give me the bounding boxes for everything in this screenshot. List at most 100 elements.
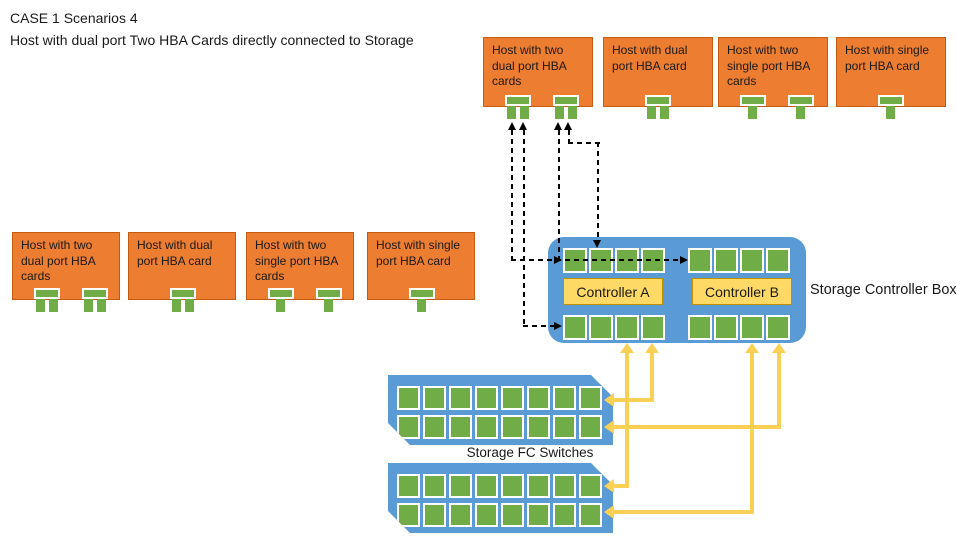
arrowhead-up-to-host-port bbox=[508, 122, 516, 130]
dashed-connection-line bbox=[558, 130, 560, 262]
dashed-connection-line bbox=[511, 259, 680, 261]
storage-controller-box: Controller A Controller B bbox=[548, 237, 806, 343]
fc-switches-label: Storage FC Switches bbox=[466, 445, 594, 460]
yellow-connection-line bbox=[625, 352, 629, 486]
controller-port bbox=[641, 315, 665, 340]
controller-b-top-ports bbox=[688, 248, 790, 273]
host-label: Host with two single port HBA cards bbox=[727, 43, 810, 89]
arrowhead-up-to-host-port bbox=[519, 122, 527, 130]
hba-port-tab bbox=[647, 106, 656, 119]
hba-port-tab bbox=[568, 106, 577, 119]
controller-b-bottom-ports bbox=[688, 315, 790, 340]
arrowhead-up-to-host-port bbox=[554, 122, 562, 130]
controller-port bbox=[589, 315, 613, 340]
arrowhead-up-to-controller-port bbox=[645, 343, 659, 353]
hba-card bbox=[316, 288, 342, 299]
hba-card bbox=[82, 288, 108, 299]
controller-port bbox=[766, 315, 790, 340]
switch-port bbox=[475, 474, 498, 498]
switch-port bbox=[423, 503, 446, 527]
dashed-connection-line bbox=[523, 130, 525, 326]
controller-port bbox=[714, 315, 738, 340]
host-box: Host with dual port HBA card bbox=[603, 37, 713, 119]
switch-port bbox=[449, 415, 472, 439]
hba-port-tab bbox=[748, 106, 757, 119]
hba-card bbox=[170, 288, 196, 299]
controller-port bbox=[740, 248, 764, 273]
switch-port bbox=[423, 415, 446, 439]
yellow-connection-line bbox=[614, 484, 629, 488]
controller-port bbox=[740, 315, 764, 340]
dashed-connection-line bbox=[568, 142, 600, 144]
hba-port-tab bbox=[36, 299, 45, 312]
dashed-connection-line bbox=[523, 325, 556, 327]
host-label: Host with single port HBA card bbox=[376, 238, 461, 268]
title-line-1: CASE 1 Scenarios 4 bbox=[10, 10, 138, 26]
arrowhead-left-to-switch-port bbox=[604, 420, 614, 434]
switch-1-row-1 bbox=[397, 386, 602, 410]
arrowhead-up-to-controller-port bbox=[772, 343, 786, 353]
switch-port bbox=[527, 474, 550, 498]
yellow-connection-line bbox=[614, 425, 781, 429]
host-box: Host with two dual port HBA cards bbox=[12, 232, 120, 312]
switch-port bbox=[423, 474, 446, 498]
host-label: Host with two dual port HBA cards bbox=[492, 43, 567, 89]
hba-port-tab bbox=[49, 299, 58, 312]
controller-port bbox=[563, 315, 587, 340]
switch-port bbox=[475, 415, 498, 439]
switch-1-row-2 bbox=[397, 415, 602, 439]
fc-switch-2 bbox=[388, 463, 613, 533]
switch-port bbox=[553, 474, 576, 498]
fc-switch-1 bbox=[388, 375, 613, 445]
host-box: Host with two single port HBA cards bbox=[718, 37, 828, 119]
hba-port-tab bbox=[886, 106, 895, 119]
switch-port bbox=[527, 386, 550, 410]
hba-card bbox=[553, 95, 579, 106]
arrowhead-up-to-host-port bbox=[564, 122, 572, 130]
hba-port-tab bbox=[172, 299, 181, 312]
switch-port bbox=[397, 386, 420, 410]
controller-a-label: Controller A bbox=[563, 278, 663, 305]
host-label: Host with dual port HBA card bbox=[612, 43, 688, 73]
switch-port bbox=[501, 415, 524, 439]
title-line-2: Host with dual port Two HBA Cards direct… bbox=[10, 31, 414, 48]
controller-port bbox=[714, 248, 738, 273]
hba-port-tab bbox=[507, 106, 516, 119]
switch-port bbox=[449, 503, 472, 527]
switch-port bbox=[449, 474, 472, 498]
switch-port bbox=[553, 503, 576, 527]
hba-port-tab bbox=[555, 106, 564, 119]
arrowhead-right-to-controller-a bbox=[554, 256, 562, 264]
hba-port-tab bbox=[185, 299, 194, 312]
yellow-connection-line bbox=[614, 398, 654, 402]
yellow-connection-line bbox=[650, 352, 654, 400]
yellow-connection-line bbox=[614, 510, 754, 514]
arrowhead-up-to-controller-port bbox=[620, 343, 634, 353]
switch-port bbox=[501, 503, 524, 527]
switch-port bbox=[553, 386, 576, 410]
hba-card bbox=[505, 95, 531, 106]
arrowhead-right-to-controller-a-bottom bbox=[554, 322, 562, 330]
hba-port-tab bbox=[276, 299, 285, 312]
controller-port bbox=[615, 315, 639, 340]
host-label: Host with two single port HBA cards bbox=[255, 238, 338, 284]
hba-port-tab bbox=[520, 106, 529, 119]
host-box: Host with dual port HBA card bbox=[128, 232, 236, 312]
hba-port-tab bbox=[84, 299, 93, 312]
dashed-connection-line bbox=[511, 130, 513, 260]
hba-port-tab bbox=[417, 299, 426, 312]
arrowhead-down-to-controller-port bbox=[593, 240, 601, 248]
dashed-connection-line bbox=[597, 142, 599, 240]
hba-port-tab bbox=[660, 106, 669, 119]
switch-port bbox=[397, 503, 420, 527]
switch-port bbox=[579, 503, 602, 527]
controller-port bbox=[688, 248, 712, 273]
arrowhead-left-to-switch-port bbox=[604, 479, 614, 493]
hba-card bbox=[34, 288, 60, 299]
dashed-connection-line bbox=[568, 130, 570, 143]
arrowhead-right-to-controller-b bbox=[680, 256, 688, 264]
switch-2-row-1 bbox=[397, 474, 602, 498]
host-box: Host with two dual port HBA cards bbox=[483, 37, 593, 119]
host-box: Host with two single port HBA cards bbox=[246, 232, 354, 312]
